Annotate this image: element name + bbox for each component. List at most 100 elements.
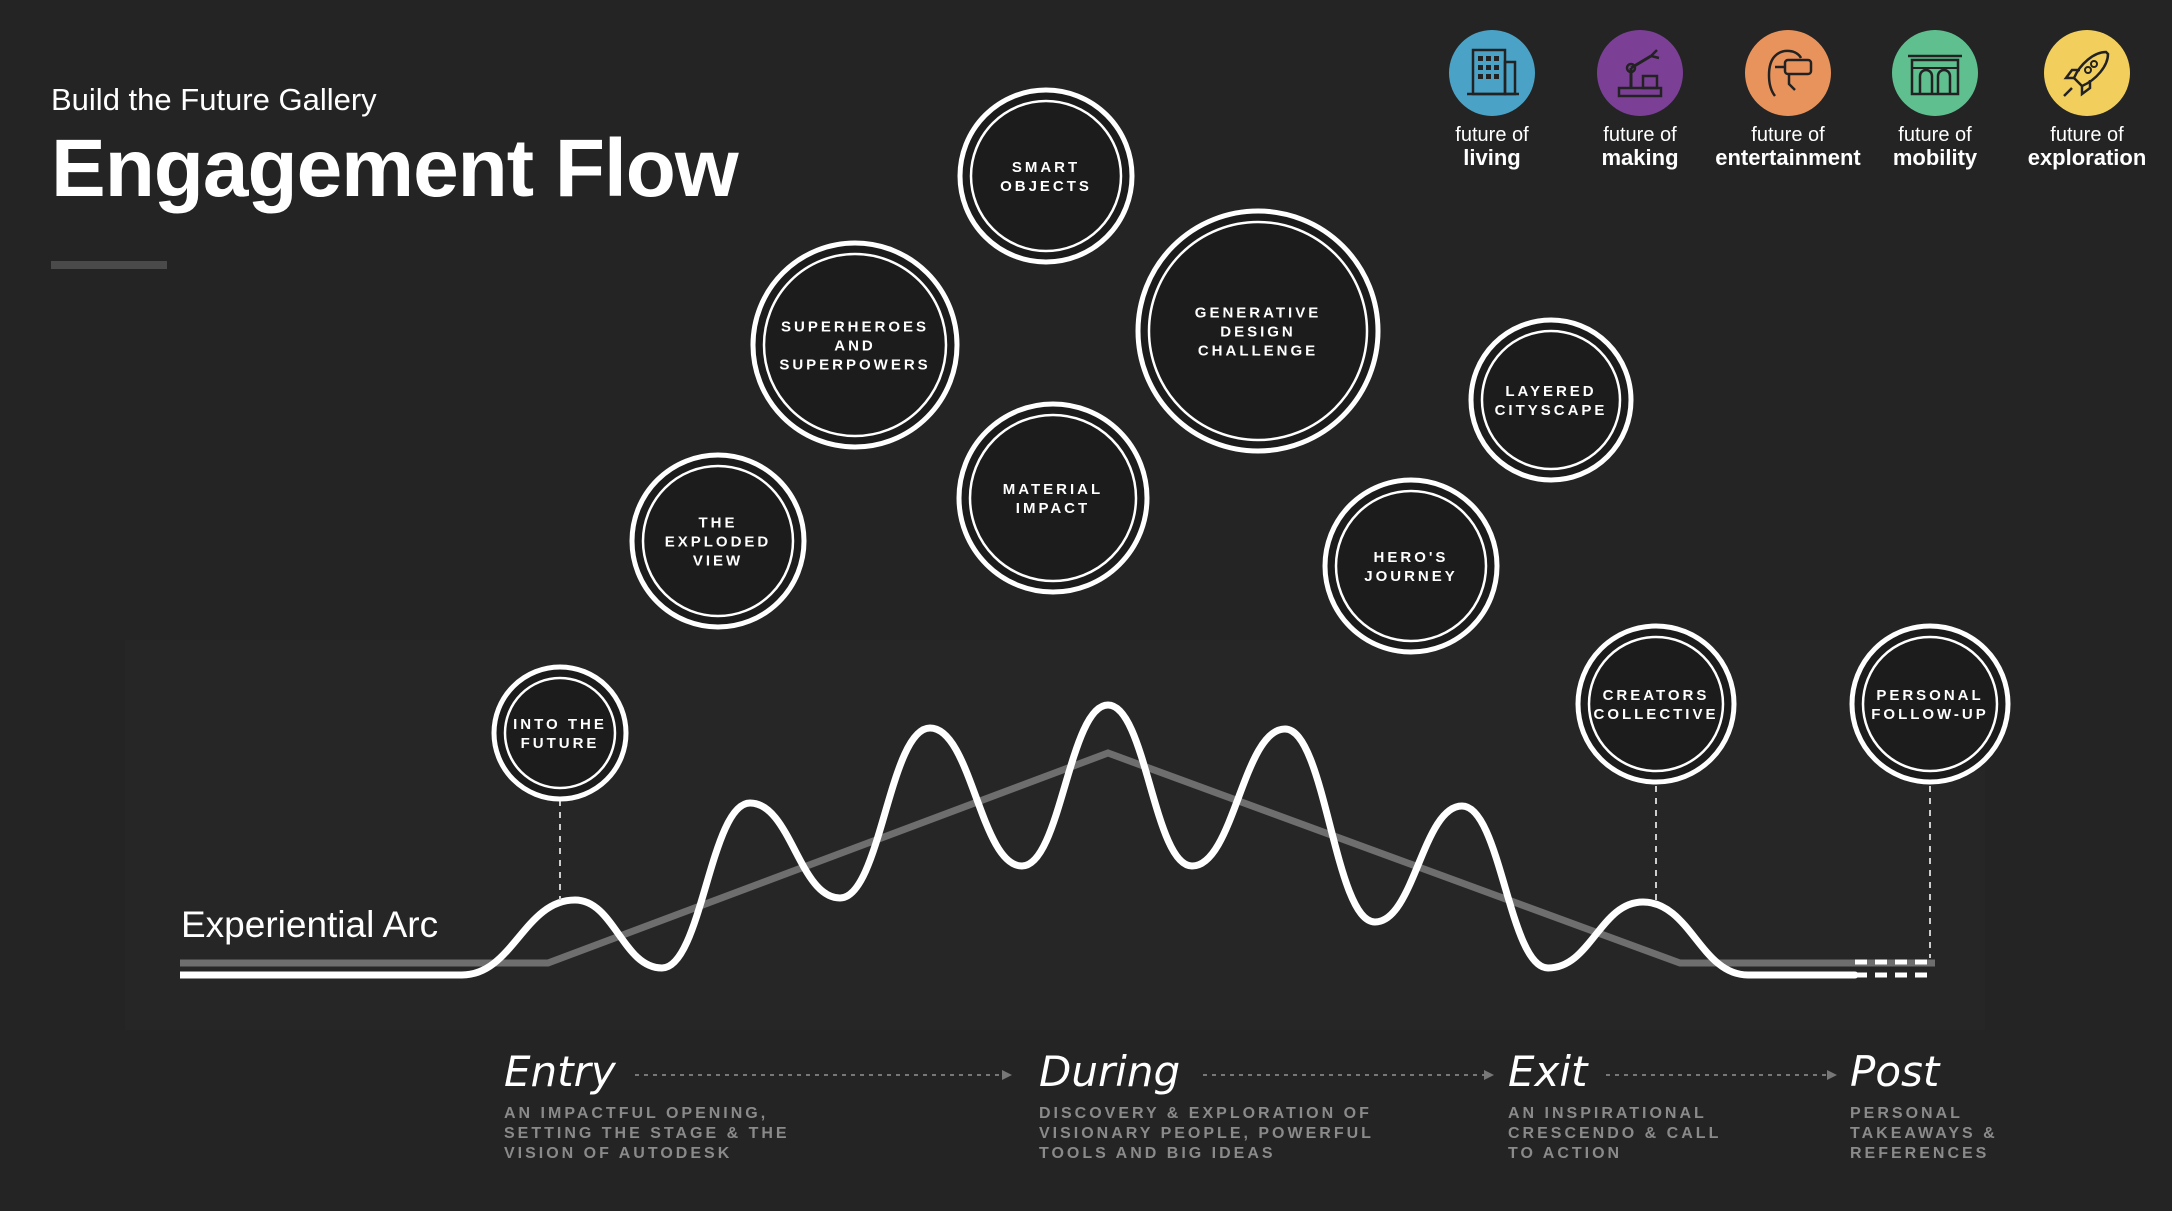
bubble-inner-ring <box>1861 635 1999 773</box>
robot-arm-icon <box>1617 49 1663 98</box>
theme-future-of-living: future of living <box>1407 30 1577 170</box>
vr-headset-icon <box>1767 49 1813 97</box>
theme-future-of-entertainment: future of entertainment <box>1703 30 1873 170</box>
phase-description: AN IMPACTFUL OPENING, SETTING THE STAGE … <box>504 1104 790 1164</box>
bubble-label: VIEW <box>693 552 743 569</box>
bubble-outer-ring <box>956 401 1150 595</box>
theme-label-prefix: future of <box>1898 124 1972 146</box>
gallery-subtitle: Build the Future Gallery <box>51 82 377 117</box>
phase-entry: Entry AN IMPACTFUL OPENING, SETTING THE … <box>504 1046 790 1164</box>
exhibit-bubble: CREATORS COLLECTIVE <box>1575 623 1737 785</box>
bubble-outer-ring <box>957 87 1135 265</box>
bubble-label: CREATORS <box>1603 687 1710 704</box>
phase-arrowhead-during <box>1484 1070 1494 1080</box>
phase-description: DISCOVERY & EXPLORATION OF VISIONARY PEO… <box>1039 1104 1374 1164</box>
bubble-label: THE <box>699 514 738 531</box>
bubble-outer-ring <box>1135 208 1381 454</box>
phase-description: PERSONAL TAKEAWAYS & REFERENCES <box>1850 1104 1998 1164</box>
transit-icon <box>1908 54 1962 96</box>
bubble-inner-ring <box>969 99 1123 253</box>
phase-desc-line: CRESCENDO & CALL <box>1508 1125 1722 1142</box>
theme-label-name: entertainment <box>1715 145 1861 170</box>
page-title: Engagement Flow <box>51 123 739 214</box>
theme-label-prefix: future of <box>1751 124 1825 146</box>
exhibit-bubble: THE EXPLODED VIEW <box>629 452 807 630</box>
phase-post: Post PERSONAL TAKEAWAYS & REFERENCES <box>1850 1046 1998 1164</box>
bubble-label: IMPACT <box>1016 500 1090 517</box>
phase-name: Post <box>1850 1047 1940 1096</box>
bubble-label: PERSONAL <box>1876 687 1983 704</box>
theme-future-of-exploration: future of exploration <box>2002 30 2172 170</box>
bubble-label: EXPLODED <box>665 533 772 550</box>
exhibit-bubble: SMART OBJECTS <box>957 87 1135 265</box>
theme-future-of-making: future of making <box>1555 30 1725 170</box>
bubble-label: SMART <box>1012 159 1080 176</box>
experiential-arc-label: Experiential Arc <box>181 904 439 945</box>
phase-arrowhead-entry <box>1002 1070 1012 1080</box>
phase-arrowhead-exit <box>1827 1070 1837 1080</box>
theme-icon-circle <box>1449 30 1535 116</box>
experiential-arc-wave <box>458 701 1859 979</box>
bubble-label: DESIGN <box>1220 323 1296 340</box>
theme-label-name: mobility <box>1892 145 1978 170</box>
building-icon <box>1467 48 1519 96</box>
exhibit-bubble: GENERATIVE DESIGN CHALLENGE <box>1135 208 1381 454</box>
bubble-label: INTO THE <box>513 716 607 733</box>
bubble-label: CHALLENGE <box>1198 342 1318 359</box>
phase-desc-line: VISIONARY PEOPLE, POWERFUL <box>1039 1125 1374 1142</box>
bubble-outer-ring <box>750 240 960 450</box>
bubble-label: LAYERED <box>1505 383 1596 400</box>
theme-icon-circle <box>1597 30 1683 116</box>
bubble-label: SUPERPOWERS <box>779 356 930 373</box>
phase-description: AN INSPIRATIONAL CRESCENDO & CALL TO ACT… <box>1508 1104 1721 1164</box>
bubble-label: SUPERHEROES <box>781 318 929 335</box>
theme-label-prefix: future of <box>1603 124 1677 146</box>
phase-name: During <box>1039 1047 1181 1096</box>
bubble-inner-ring <box>968 413 1138 583</box>
bubble-inner-ring <box>503 676 617 790</box>
bubble-label: GENERATIVE <box>1195 304 1321 321</box>
phase-desc-line: TO ACTION <box>1508 1145 1623 1162</box>
phase-desc-line: DISCOVERY & EXPLORATION OF <box>1039 1105 1372 1122</box>
bubble-inner-ring <box>762 252 948 438</box>
bubble-inner-ring <box>1587 635 1725 773</box>
exhibit-bubble: HERO'S JOURNEY <box>1322 477 1500 655</box>
bubble-outer-ring <box>491 664 629 802</box>
bubble-label: COLLECTIVE <box>1593 706 1718 723</box>
phase-desc-line: TAKEAWAYS & <box>1850 1125 1998 1142</box>
bubble-outer-ring <box>1468 317 1634 483</box>
phase-name: Entry <box>504 1047 616 1096</box>
title-underline <box>51 261 167 269</box>
bubble-label: OBJECTS <box>1000 178 1092 195</box>
exhibit-bubble: PERSONAL FOLLOW-UP <box>1849 623 2011 785</box>
bubble-label: HERO'S <box>1374 549 1449 566</box>
theme-label-name: exploration <box>2027 145 2147 170</box>
phase-name: Exit <box>1508 1047 1588 1096</box>
bubble-inner-ring <box>1334 489 1488 643</box>
theme-label-name: making <box>1601 145 1679 170</box>
phase-desc-line: PERSONAL <box>1850 1105 1963 1122</box>
bubble-label: JOURNEY <box>1364 568 1458 585</box>
intensity-trend-line <box>180 749 1935 967</box>
bubble-inner-ring <box>641 464 795 618</box>
phase-desc-line: TOOLS AND BIG IDEAS <box>1039 1145 1276 1162</box>
phase-desc-line: AN IMPACTFUL OPENING, <box>504 1105 769 1122</box>
bubble-label: AND <box>834 337 876 354</box>
theme-label-prefix: future of <box>1455 124 1529 146</box>
phase-desc-line: REFERENCES <box>1850 1145 1990 1162</box>
rocket-icon <box>2063 50 2110 97</box>
theme-icon-circle <box>1892 30 1978 116</box>
theme-icon-circle <box>1745 30 1831 116</box>
theme-icon-circle <box>2044 30 2130 116</box>
phase-desc-line: VISION OF AUTODESK <box>504 1145 733 1162</box>
phase-desc-line: SETTING THE STAGE & THE <box>504 1125 790 1142</box>
bubble-label: FOLLOW-UP <box>1871 706 1989 723</box>
bubble-outer-ring <box>1575 623 1737 785</box>
bubble-inner-ring <box>1147 220 1369 442</box>
bubble-outer-ring <box>629 452 807 630</box>
phase-during: During DISCOVERY & EXPLORATION OF VISION… <box>1039 1046 1374 1164</box>
